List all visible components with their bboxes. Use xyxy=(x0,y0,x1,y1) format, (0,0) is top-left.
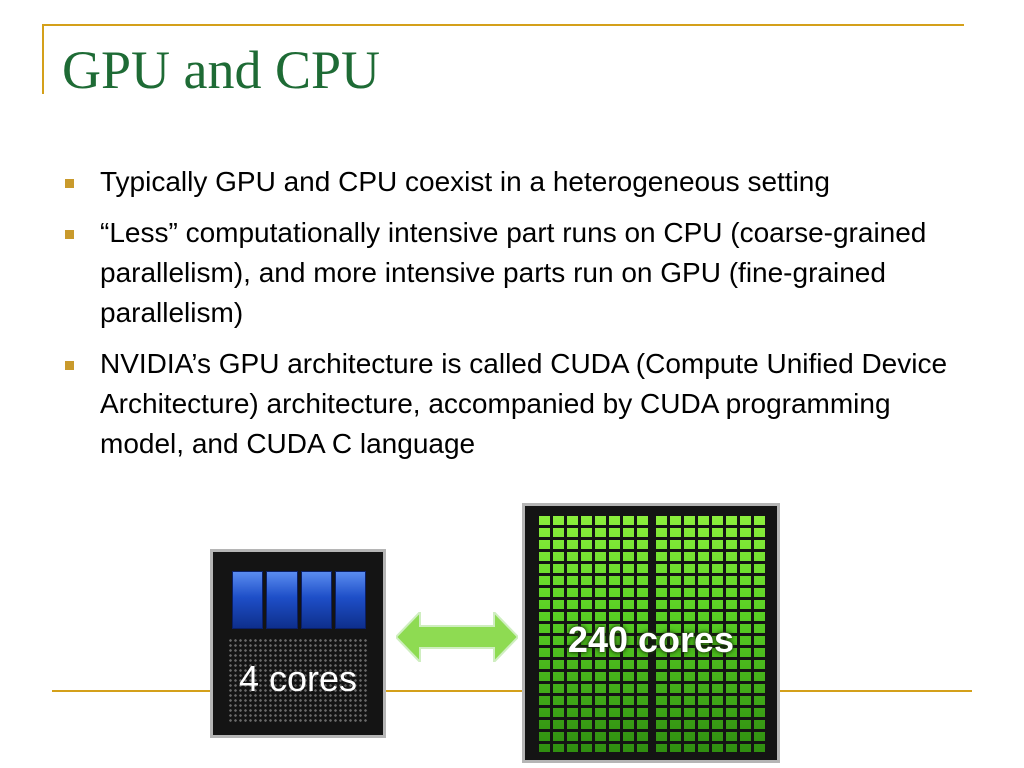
bullet-text: “Less” computationally intensive part ru… xyxy=(100,217,927,328)
bullet-square-icon xyxy=(65,179,74,188)
bullet-item: “Less” computationally intensive part ru… xyxy=(60,213,960,333)
cpu-cores-label: 4 cores xyxy=(238,658,358,699)
bullet-item: NVIDIA’s GPU architecture is called CUDA… xyxy=(60,344,960,464)
top-rule xyxy=(42,24,964,26)
bullet-square-icon xyxy=(65,230,74,239)
cpu-core xyxy=(232,571,264,629)
cpu-cores xyxy=(232,571,366,629)
gpu-core-block xyxy=(539,516,648,752)
slide-title: GPU and CPU xyxy=(62,40,381,100)
cpu-chip-diagram: 4 cores xyxy=(210,549,386,738)
bullet-list: Typically GPU and CPU coexist in a heter… xyxy=(60,162,960,475)
cpu-cache-area xyxy=(228,638,368,724)
gpu-core-block xyxy=(656,516,765,752)
cpu-core xyxy=(266,571,298,629)
double-arrow-icon xyxy=(396,612,518,662)
gpu-cores-label: 240 cores xyxy=(567,619,735,660)
bullet-text: NVIDIA’s GPU architecture is called CUDA… xyxy=(100,348,948,459)
bullet-item: Typically GPU and CPU coexist in a heter… xyxy=(60,162,960,202)
gpu-core-grid xyxy=(539,516,765,752)
bullet-square-icon xyxy=(65,361,74,370)
bullet-text: Typically GPU and CPU coexist in a heter… xyxy=(100,166,830,197)
left-rule xyxy=(42,24,44,94)
cpu-core xyxy=(334,571,366,629)
cpu-core xyxy=(300,571,332,629)
bottom-rule xyxy=(52,690,972,692)
gpu-chip-diagram: 240 cores xyxy=(522,503,780,763)
